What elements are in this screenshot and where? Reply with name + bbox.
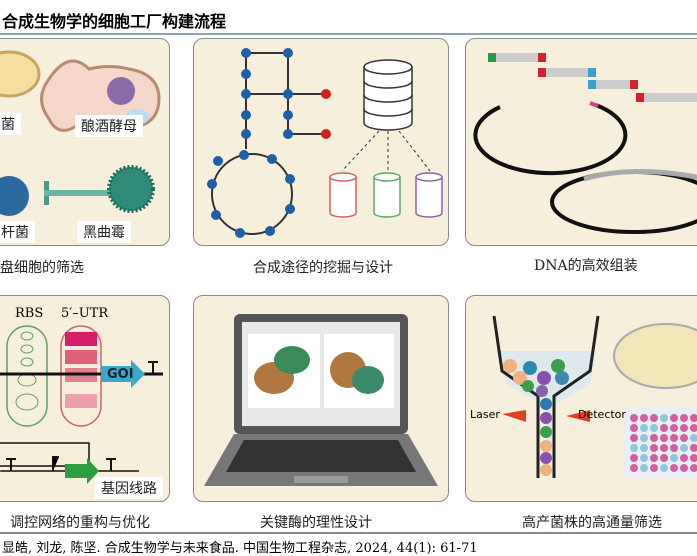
- label-bacillus: 杆菌: [0, 221, 35, 243]
- caption-enzyme: 关键酶的理性设计: [260, 515, 372, 531]
- well: [650, 424, 658, 432]
- well: [690, 414, 697, 422]
- well: [640, 414, 648, 422]
- figure-title: 合成生物学的细胞工厂构建流程: [2, 12, 227, 31]
- well: [690, 444, 697, 452]
- pathway-network-and-databases: [207, 48, 443, 238]
- database-main: [363, 59, 413, 131]
- caption-pathway: 合成途径的挖掘与设计: [253, 260, 393, 276]
- laptop-illustration: [204, 314, 438, 486]
- petri-dish: [613, 323, 697, 389]
- well: [680, 454, 688, 462]
- citation-divider: [0, 532, 697, 534]
- chassis-illustration: [0, 50, 161, 216]
- well: [630, 454, 638, 462]
- ecoli-cell: [0, 50, 41, 98]
- well: [690, 424, 697, 432]
- genetic-circuit-illustration: [0, 325, 163, 484]
- well: [660, 434, 668, 442]
- well: [680, 414, 688, 422]
- well: [630, 444, 638, 452]
- panel-chassis-cells: 菌 酿酒酵母 杆菌 黑曲霉: [0, 38, 170, 246]
- title-divider: [0, 33, 697, 35]
- well: [650, 414, 658, 422]
- well: [650, 434, 658, 442]
- goi-arrow: [101, 360, 145, 388]
- plasmid-circle: [550, 170, 697, 234]
- well: [670, 464, 678, 472]
- caption-screening: 高产菌株的高通量筛选: [522, 515, 662, 531]
- well: [640, 464, 648, 472]
- well: [670, 424, 678, 432]
- bacillus-cell: [0, 176, 29, 216]
- label-detector: Detector: [578, 408, 626, 421]
- well: [660, 444, 668, 452]
- label-laser: Laser: [470, 408, 500, 421]
- well: [680, 464, 688, 472]
- well: [670, 444, 678, 452]
- well: [670, 414, 678, 422]
- well: [640, 444, 648, 452]
- well: [670, 454, 678, 462]
- protein-structure-2: [330, 352, 384, 394]
- well: [690, 464, 697, 472]
- well: [660, 414, 668, 422]
- well: [640, 424, 648, 432]
- well: [630, 464, 638, 472]
- well: [680, 434, 688, 442]
- well: [640, 434, 648, 442]
- label-aspergillus: 黑曲霉: [77, 221, 131, 243]
- label-yeast: 酿酒酵母: [75, 115, 143, 137]
- panel-regulatory-network: RBS 5′–UTR GOI 基因线路: [0, 295, 170, 502]
- dna-assembly-illustration: [473, 53, 697, 234]
- panel-enzyme-design: [193, 295, 449, 502]
- label-gene-circuit: 基因线路: [95, 477, 163, 499]
- well: [650, 464, 658, 472]
- label-ecoli: 菌: [0, 113, 21, 135]
- well: [690, 454, 697, 462]
- well: [640, 454, 648, 462]
- well: [660, 454, 668, 462]
- well: [630, 424, 638, 432]
- citation: 显皓, 刘龙, 陈坚. 合成生物学与未来食品. 中国生物工程杂志, 2024, …: [2, 541, 478, 556]
- caption-network: 调控网络的重构与优化: [10, 515, 150, 531]
- panel-high-throughput-screening: Laser Detector: [465, 295, 697, 502]
- caption-dna: DNA的高效组装: [534, 258, 638, 274]
- well: [650, 444, 658, 452]
- label-rbs: RBS: [15, 306, 44, 321]
- panel-pathway-design: [193, 38, 449, 246]
- aspergillus-head: [107, 165, 155, 213]
- well: [660, 424, 668, 432]
- label-goi: GOI: [107, 367, 134, 382]
- well: [680, 424, 688, 432]
- well: [670, 434, 678, 442]
- yeast-nucleus: [107, 77, 135, 105]
- panel-dna-assembly: [465, 38, 697, 246]
- well: [690, 434, 697, 442]
- protein-structure-1: [254, 346, 310, 394]
- well: [680, 444, 688, 452]
- well: [630, 414, 638, 422]
- well: [660, 464, 668, 472]
- caption-chassis: 盘细胞的筛选: [0, 260, 84, 276]
- label-5utr: 5′–UTR: [61, 306, 109, 321]
- well: [650, 454, 658, 462]
- well: [630, 434, 638, 442]
